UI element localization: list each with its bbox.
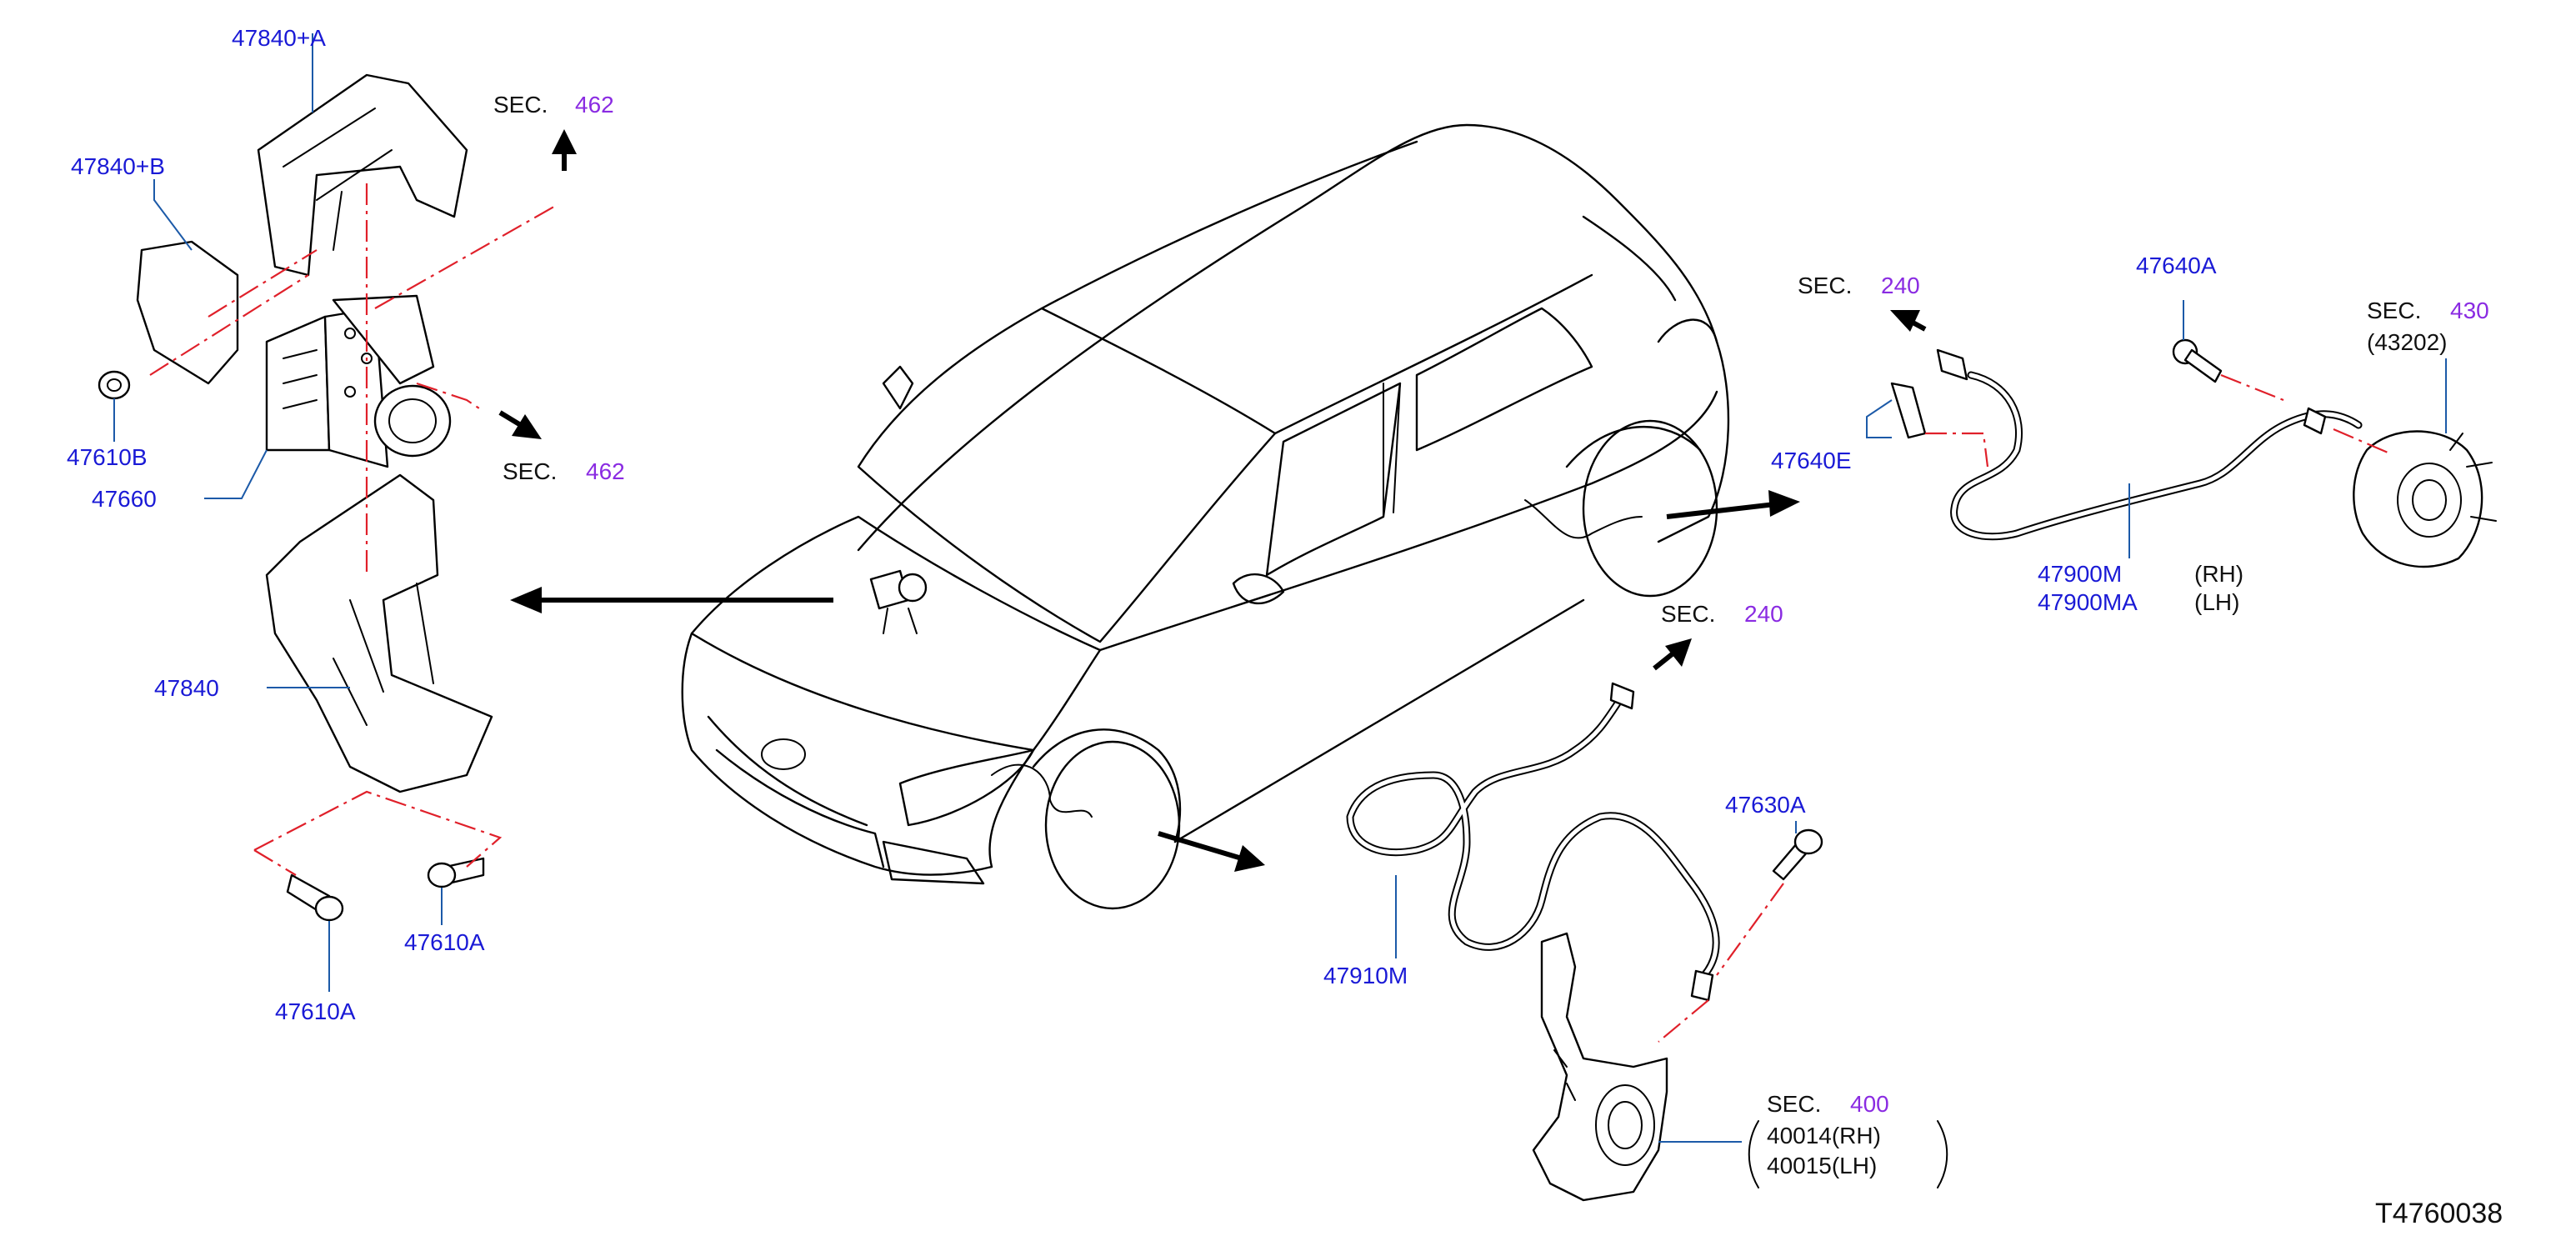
label-47660: 47660 xyxy=(92,486,157,512)
abs-unit-on-car xyxy=(869,569,928,634)
callout-arrows xyxy=(498,129,1927,872)
actuator-unit xyxy=(265,294,452,468)
label-47900ma: 47900MA xyxy=(2038,589,2138,615)
label-47910m: 47910M xyxy=(1323,963,1408,988)
bracket-main xyxy=(265,473,493,793)
sec-462-top: 462 xyxy=(575,92,614,118)
sec-word-400: SEC. xyxy=(1767,1091,1821,1117)
bolt-47610a-right xyxy=(427,857,485,888)
bracket-a xyxy=(257,73,468,277)
sec-430: 430 xyxy=(2450,298,2489,323)
label-47900m: 47900M xyxy=(2038,561,2122,587)
rear-sensor-on-car xyxy=(1524,499,1643,539)
diagram-id: T4760038 xyxy=(2375,1198,2503,1229)
label-rh: (RH) xyxy=(2194,561,2243,587)
sec-word-462-mid: SEC. xyxy=(503,458,557,484)
sec-word-240-top: SEC. xyxy=(1798,273,1852,298)
label-47840: 47840 xyxy=(154,675,219,701)
section-references: SEC. 462 SEC. 462 SEC. 240 SEC. 430 SEC.… xyxy=(493,92,2489,1117)
label-47640a: 47640A xyxy=(2136,253,2217,278)
label-47630a: 47630A xyxy=(1725,792,1806,818)
steering-knuckle xyxy=(1532,932,1668,1202)
nut-47610b xyxy=(98,370,131,400)
sec-word-462-top: SEC. xyxy=(493,92,548,118)
bolt-47640a xyxy=(2172,338,2223,383)
label-40014: 40014(RH) xyxy=(1767,1123,1881,1148)
label-47610a-right: 47610A xyxy=(404,929,485,955)
front-sensor-on-car xyxy=(991,763,1093,818)
part-labels: 47840+A 47840+B 47610B 47660 47840 47610… xyxy=(67,25,2448,1178)
leader-lines xyxy=(113,33,2447,1143)
sec-240-top: 240 xyxy=(1881,273,1920,298)
left-brace xyxy=(1748,1120,1759,1188)
sec-400: 400 xyxy=(1850,1091,1889,1117)
label-47640e: 47640E xyxy=(1771,448,1852,473)
abs-actuator-assembly xyxy=(98,73,559,922)
right-brace xyxy=(1937,1120,1948,1188)
bolt-47610a-left xyxy=(286,873,344,922)
sec-462-mid: 462 xyxy=(586,458,625,484)
bracket-b xyxy=(136,240,239,385)
label-47610b: 47610B xyxy=(67,444,148,470)
front-sensor-harness xyxy=(1346,682,1823,1043)
rear-hub xyxy=(2353,430,2497,568)
label-47840-b: 47840+B xyxy=(71,153,165,179)
sec-word-240-mid: SEC. xyxy=(1661,601,1715,627)
label-40015: 40015(LH) xyxy=(1767,1153,1877,1178)
label-47840-a: 47840+A xyxy=(232,25,326,51)
label-lh: (LH) xyxy=(2194,589,2239,615)
sec-240-mid: 240 xyxy=(1744,601,1783,627)
label-43202: (43202) xyxy=(2367,329,2448,355)
car-body xyxy=(681,123,1730,910)
bracket-47640e xyxy=(1890,382,1927,439)
rear-sensor-harness xyxy=(1890,338,2497,568)
label-47610a-left: 47610A xyxy=(275,998,356,1024)
sec-word-430: SEC. xyxy=(2367,298,2421,323)
bolt-47630a xyxy=(1772,828,1823,881)
